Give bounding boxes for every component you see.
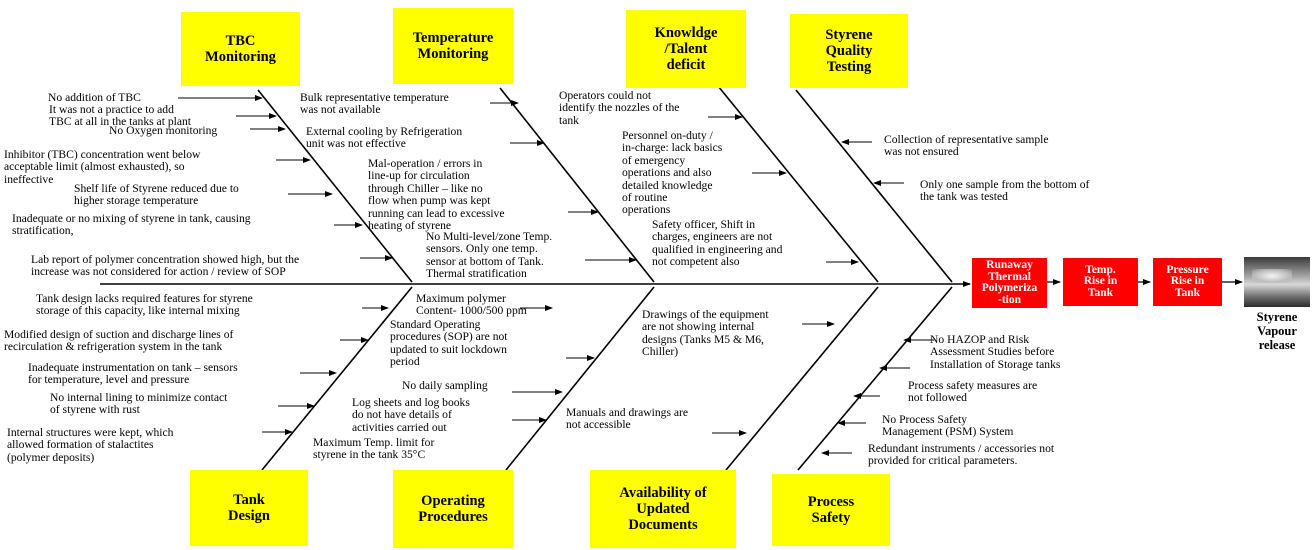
tbc-cause-1: No addition of TBC <box>48 91 141 104</box>
temperature-cause-1: Bulk representative temperature was not … <box>300 91 449 117</box>
operating-cause-2: Standard Operating procedures (SOP) are … <box>390 318 508 369</box>
category-knowledge-talent-deficit: Knowldge /Talent deficit <box>626 10 746 88</box>
temperature-cause-4: No Multi-level/zone Temp. sensors. Only … <box>426 230 553 281</box>
tbc-cause-2: It was not a practice to add TBC at all … <box>49 103 191 129</box>
operating-arrows <box>512 305 595 423</box>
category-tbc-monitoring: TBC Monitoring <box>181 12 300 86</box>
documents-cause-2: Manuals and drawings are not accessible <box>566 406 689 432</box>
vapour-release-photo <box>1244 257 1310 307</box>
process-safety-cause-3: No Process Safety Management (PSM) Syste… <box>882 413 1014 439</box>
effect-runaway-thermal-polymerization: Runaway Thermal Polymeriza -tion <box>972 258 1047 308</box>
rib-operating <box>505 286 655 471</box>
temperature-cause-2: External cooling by Refrigeration unit w… <box>306 125 463 151</box>
process-safety-cause-4: Redundant instruments / accessories not … <box>868 442 1055 468</box>
rib-documents <box>725 286 879 471</box>
knowledge-cause-3: Safety officer, Shift in charges, engine… <box>652 218 783 269</box>
rib-temperature <box>499 87 655 283</box>
process-safety-cause-1: No HAZOP and Risk Assessment Studies bef… <box>930 333 1061 371</box>
effect-pressure-rise-in-tank: Pressure Rise in Tank <box>1153 258 1222 306</box>
quality-cause-1: Collection of representative sample was … <box>884 133 1049 159</box>
tank-design-cause-2: Modified design of suction and discharge… <box>4 328 234 354</box>
category-styrene-quality-testing: Styrene Quality Testing <box>790 14 908 88</box>
documents-arrows <box>712 321 835 436</box>
operating-cause-5: Maximum Temp. limit for styrene in the t… <box>313 436 435 462</box>
operating-cause-4: Log sheets and log books do not have det… <box>352 396 470 434</box>
rib-process-safety <box>797 286 953 471</box>
operating-cause-1: Maximum polymer Content- 1000/500 ppm <box>416 292 527 318</box>
knowledge-cause-2: Personnel on-duty / in-charge: lack basi… <box>622 129 723 217</box>
knowledge-arrows <box>708 114 859 265</box>
category-temperature-monitoring: Temperature Monitoring <box>393 8 513 84</box>
tbc-cause-5: Shelf life of Styrene reduced due to hig… <box>74 182 239 208</box>
knowledge-cause-1: Operators could not identify the nozzles… <box>559 89 680 127</box>
tank-design-cause-1: Tank design lacks required features for … <box>36 292 253 318</box>
tank-design-cause-4: No internal lining to minimize contact o… <box>50 391 228 417</box>
tbc-cause-7: Lab report of polymer concentration show… <box>31 253 300 279</box>
category-availability-updated-documents: Availability of Updated Documents <box>590 470 736 548</box>
tbc-cause-6: Inadequate or no mixing of styrene in ta… <box>12 212 251 238</box>
tank-design-arrows <box>262 305 389 435</box>
effect-temp-rise-in-tank: Temp. Rise in Tank <box>1063 258 1138 306</box>
category-operating-procedures: Operating Procedures <box>393 470 513 548</box>
final-effect-styrene-vapour-release: Styrene Vapour release <box>1256 310 1298 352</box>
tank-design-cause-5: Internal structures were kept, which all… <box>7 426 174 464</box>
tbc-cause-3: No Oxygen monitoring <box>109 124 218 137</box>
rib-knowledge <box>717 85 879 283</box>
temperature-cause-3: Mal-operation / errors in line-up for ci… <box>368 157 505 233</box>
tbc-arrows <box>178 95 393 261</box>
operating-cause-3: No daily sampling <box>402 379 488 392</box>
process-safety-cause-2: Process safety measures are not followed <box>908 379 1038 405</box>
rib-tank-design <box>261 286 413 471</box>
documents-cause-1: Drawings of the equipment are not showin… <box>642 308 769 359</box>
rib-tbc <box>257 89 413 283</box>
category-tank-design: Tank Design <box>190 470 308 546</box>
tank-design-cause-3: Inadequate instrumentation on tank – sen… <box>28 361 238 387</box>
process-safety-arrows <box>821 337 934 456</box>
tbc-cause-4: Inhibitor (TBC) concentration went below… <box>4 148 201 186</box>
quality-arrows <box>841 139 904 186</box>
quality-cause-2: Only one sample from the bottom of the t… <box>920 178 1090 204</box>
temperature-arrows <box>490 100 637 263</box>
category-process-safety: Process Safety <box>772 474 890 546</box>
rib-quality <box>795 89 953 283</box>
